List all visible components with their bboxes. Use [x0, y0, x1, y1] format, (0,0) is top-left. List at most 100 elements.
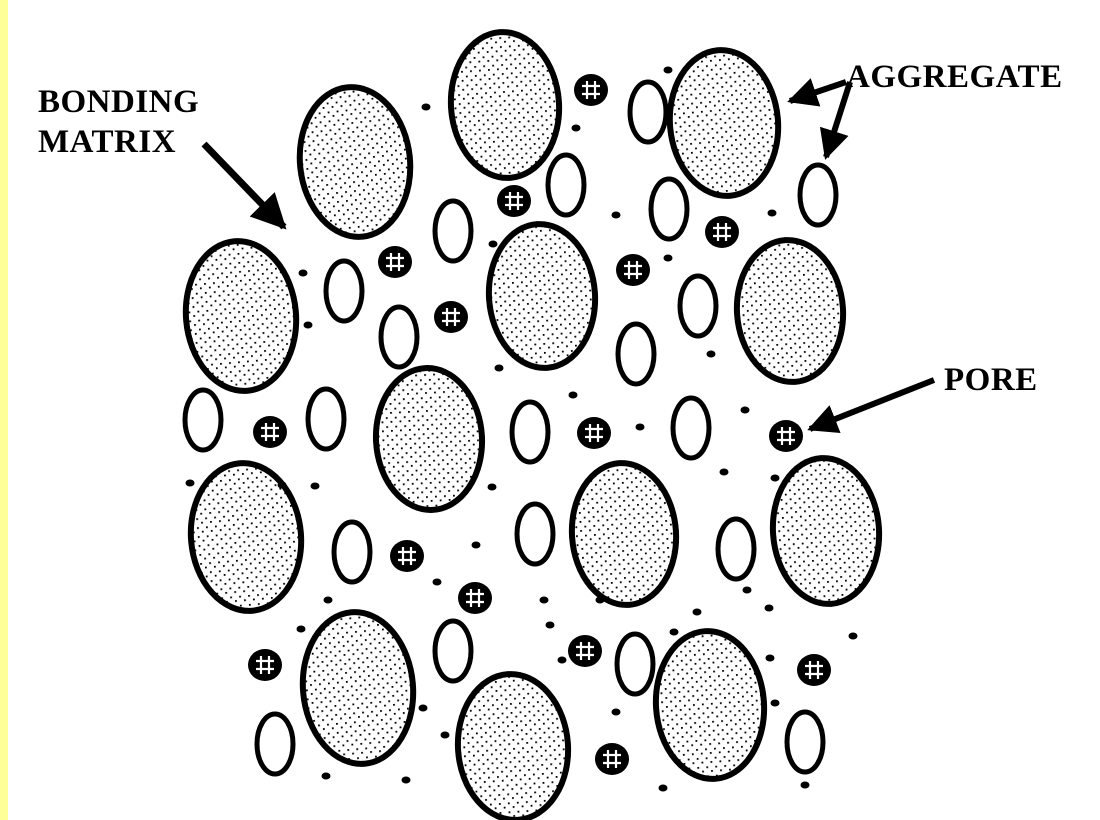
aggregate-arrow-void — [826, 82, 850, 157]
bond-particle — [297, 626, 306, 633]
pore — [253, 416, 287, 448]
aggregate-grain — [292, 82, 417, 243]
pore — [497, 185, 531, 217]
bond-particle — [311, 483, 320, 490]
bond-particle — [322, 773, 331, 780]
aggregate-void — [673, 398, 709, 458]
pore — [248, 649, 282, 681]
aggregate-grain — [664, 46, 784, 201]
aggregate-void — [548, 155, 584, 215]
pore — [595, 743, 629, 775]
bond-particle — [765, 605, 774, 612]
pore — [568, 635, 602, 667]
aggregate-grain — [453, 670, 573, 820]
aggregate-void — [435, 201, 471, 261]
aggregate-void — [680, 276, 716, 336]
bond-particle — [569, 392, 578, 399]
bond-particle — [741, 407, 750, 414]
pore-label: PORE — [944, 362, 1038, 398]
pore — [458, 582, 492, 614]
aggregate-void — [334, 522, 370, 582]
aggregate-grain — [651, 627, 769, 782]
aggregate-void — [718, 519, 754, 579]
bond-particle — [299, 270, 308, 277]
bond-particle — [433, 579, 442, 586]
bond-particle — [670, 629, 679, 636]
bond-particle — [659, 785, 668, 792]
aggregate-void — [630, 82, 666, 142]
pore — [378, 246, 412, 278]
bond-particle — [441, 732, 450, 739]
aggregate-grain — [185, 458, 307, 615]
bond-particle — [324, 597, 333, 604]
bond-particle — [488, 484, 497, 491]
bond-particle — [664, 67, 673, 74]
aggregate-void — [257, 714, 293, 774]
aggregate-void — [512, 402, 548, 462]
bond-particle — [489, 241, 498, 248]
aggregate-void — [618, 324, 654, 384]
bond-particle — [849, 633, 858, 640]
bond-particle — [572, 125, 581, 132]
pore — [390, 540, 424, 572]
bonding-matrix-label-line2: MATRIX — [38, 124, 176, 160]
bonding-matrix-arrow — [204, 144, 284, 227]
bond-particle — [743, 587, 752, 594]
bond-particle — [422, 104, 431, 111]
aggregate-arrow-grain — [790, 82, 846, 101]
aggregate-grain — [297, 607, 420, 768]
aggregate-grain — [372, 365, 485, 512]
bonding-matrix-label-line1: BONDING — [38, 84, 199, 120]
bond-particle — [612, 212, 621, 219]
aggregate-grain — [180, 236, 303, 395]
bond-particle — [612, 709, 621, 716]
aggregate-grain — [484, 220, 600, 371]
pore-arrow — [810, 380, 934, 429]
aggregate-void — [381, 307, 417, 367]
aggregate-grain — [732, 236, 848, 385]
bond-particle — [693, 609, 702, 616]
diagram-canvas: BONDING MATRIX AGGREGATE PORE — [8, 0, 1100, 820]
aggregate-label: AGGREGATE — [846, 59, 1063, 95]
bond-particle — [495, 365, 504, 372]
aggregate-void — [185, 390, 221, 450]
bond-particle — [768, 210, 777, 217]
bond-particle — [546, 622, 555, 629]
bond-particle — [707, 351, 716, 358]
bond-particle — [596, 597, 605, 604]
aggregate-grain — [446, 28, 564, 181]
bond-particle — [771, 475, 780, 482]
pore — [616, 254, 650, 286]
aggregate-void — [651, 179, 687, 239]
aggregate-grain — [768, 454, 884, 607]
aggregate-void — [435, 621, 471, 681]
bond-particle — [771, 700, 780, 707]
aggregate-grain — [567, 460, 681, 609]
pore — [434, 301, 468, 333]
aggregate-void — [326, 261, 362, 321]
bond-particle — [720, 469, 729, 476]
pore — [577, 417, 611, 449]
bond-particle — [186, 480, 195, 487]
bond-particle — [472, 542, 481, 549]
bond-particle — [664, 255, 673, 262]
aggregate-void — [308, 389, 344, 449]
bond-particle — [766, 655, 775, 662]
aggregate-void — [800, 165, 836, 225]
pore — [797, 654, 831, 686]
bonded-abrasive-structure-diagram: BONDING MATRIX AGGREGATE PORE — [8, 0, 1100, 820]
bond-particle — [402, 777, 411, 784]
pore — [769, 420, 803, 452]
bond-particle — [540, 597, 549, 604]
aggregate-void — [517, 504, 553, 564]
pore — [574, 74, 608, 106]
bond-particle — [304, 322, 313, 329]
bond-particle — [801, 782, 810, 789]
aggregate-void — [787, 712, 823, 772]
bond-particle — [419, 705, 428, 712]
aggregate-void — [617, 634, 653, 694]
bond-particle — [558, 657, 567, 664]
bond-particle — [278, 482, 287, 489]
pore — [705, 216, 739, 248]
bond-particle — [636, 424, 645, 431]
